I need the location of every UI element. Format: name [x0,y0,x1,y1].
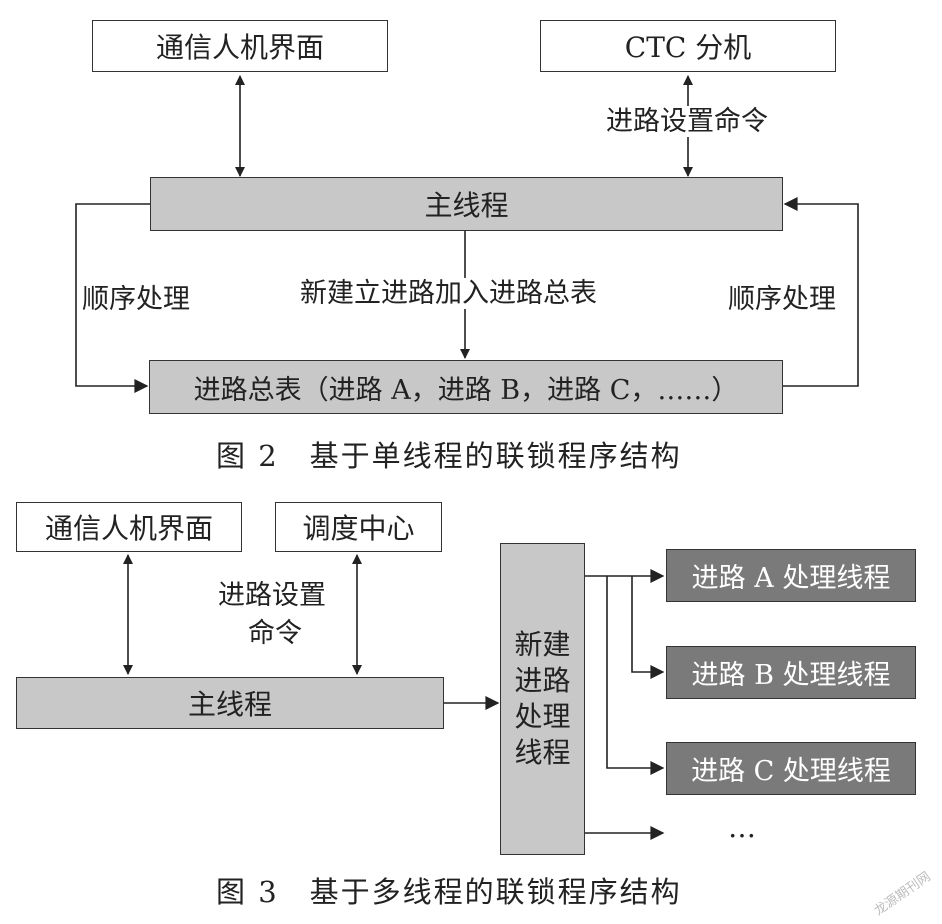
new-route-thread-box: 新建 进路 处理 线程 [500,543,585,855]
seq-right-label: 顺序处理 [728,284,836,315]
fig2-main-thread-box: 主线程 [150,177,783,231]
seq-right-arrow [783,197,859,387]
fig3-hmi-label: 通信人机界面 [44,512,213,545]
new-route-label: 新建立进路加入进路总表 [298,278,599,310]
fig3-hmi-box: 通信人机界面 [16,502,242,552]
fig2-route-cmd-label: 进路设置命令 [604,106,770,138]
fig2-hmi-box: 通信人机界面 [92,20,388,72]
seq-left-arrow [75,203,150,393]
thread-c-box: 进路 C 处理线程 [666,742,916,795]
route-table-label: 进路总表（进路 A，进路 B，进路 C，……） [193,374,739,406]
new-route-thread-line-3: 处理 [514,700,571,733]
seq-left-label: 顺序处理 [82,284,190,315]
dispatch-label: 调度中心 [302,512,415,545]
thread-b-box: 进路 B 处理线程 [666,646,916,699]
fig3-main-thread-box: 主线程 [16,677,444,729]
new-route-thread-line-2: 进路 [514,664,571,697]
fig2-caption: 图 2 基于单线程的联锁程序结构 [216,439,682,473]
to-thread-b-arrow [631,576,665,679]
new-route-thread-line-4: 线程 [514,736,571,769]
fig3-caption: 图 3 基于多线程的联锁程序结构 [216,875,682,909]
thread-a-box: 进路 A 处理线程 [666,549,916,602]
thread-a-label: 进路 A 处理线程 [691,563,891,594]
fig3-main-thread-label: 主线程 [187,688,272,721]
route-table-box: 进路总表（进路 A，进路 B，进路 C，……） [149,360,783,414]
fig3-route-cmd-line2: 命令 [248,618,302,650]
to-thread-c-arrow [606,576,665,775]
thread-b-label: 进路 B 处理线程 [691,660,891,691]
dispatch-box: 调度中心 [275,502,442,552]
thread-c-label: 进路 C 处理线程 [691,756,891,787]
ctc-label: CTC 分机 [624,31,752,64]
more-threads-ellipsis: … [728,811,756,844]
new-route-thread-line-1: 新建 [514,628,571,661]
fig2-main-thread-label: 主线程 [424,189,509,222]
ctc-box: CTC 分机 [540,20,836,72]
fig2-hmi-label: 通信人机界面 [155,31,324,64]
fig3-route-cmd-line1: 进路设置 [218,580,326,612]
